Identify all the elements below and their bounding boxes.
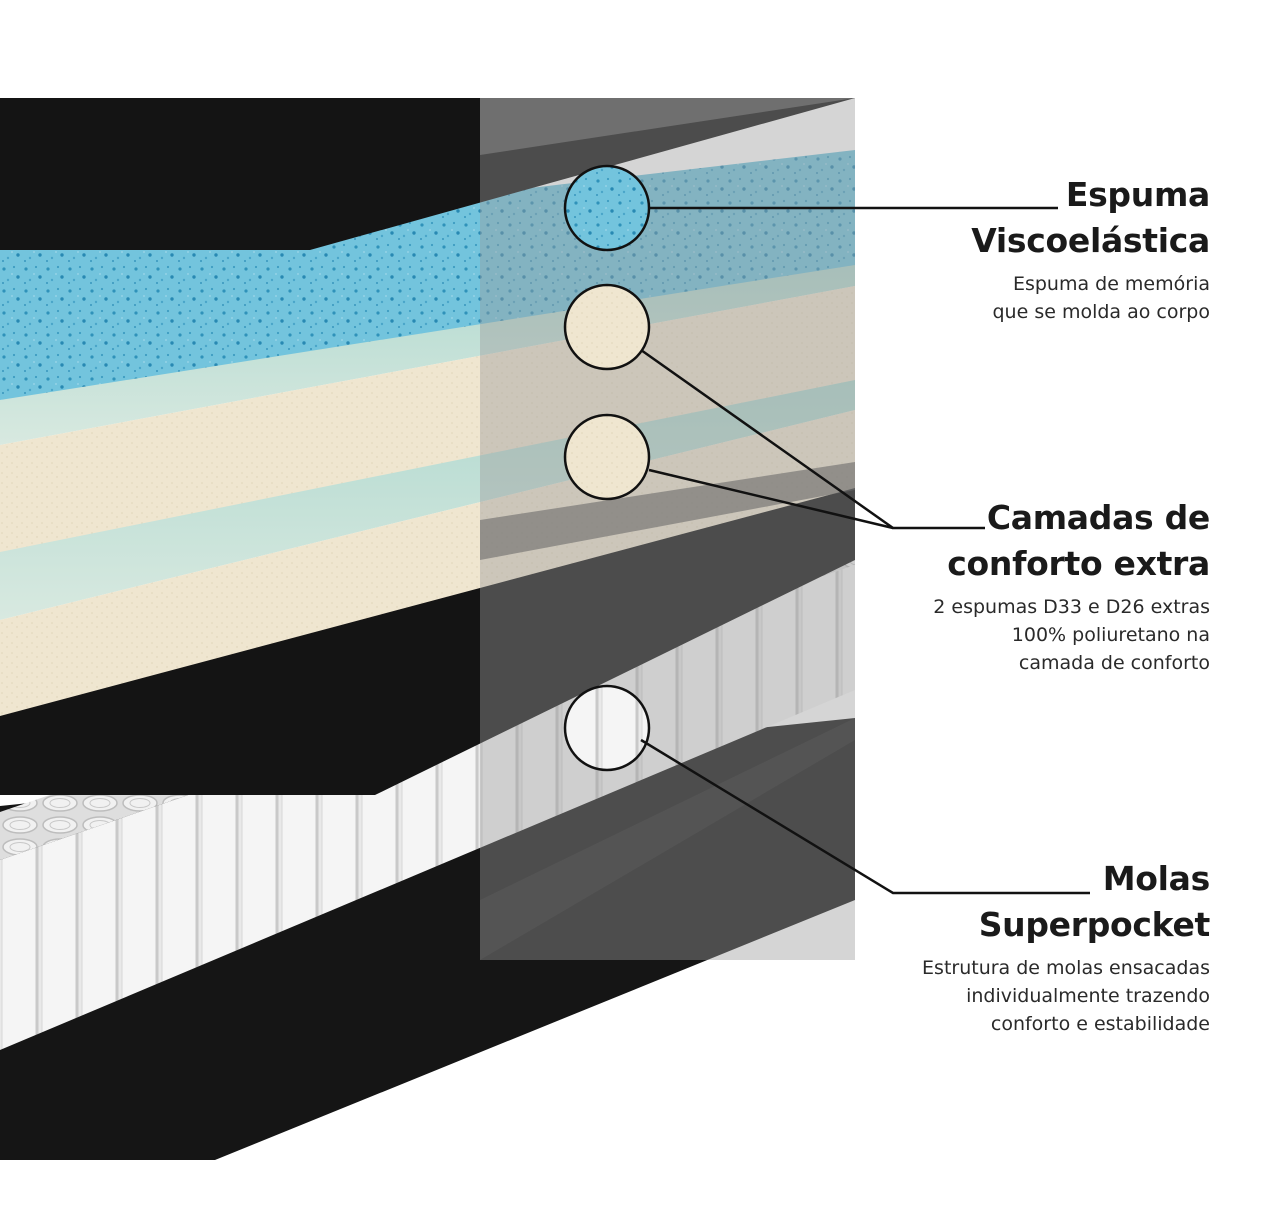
springs-title-line1: Molas <box>1102 859 1211 898</box>
visco-layer-label: Espuma Viscoelástica Espuma de memória q… <box>971 172 1210 326</box>
visco-sample-circle-icon <box>563 164 651 252</box>
comfort-layer-label: Camadas de conforto extra 2 espumas D33 … <box>933 495 1210 677</box>
comfort-desc-line: 2 espumas D33 e D26 extras <box>933 596 1210 618</box>
comfort-description: 2 espumas D33 e D26 extras 100% poliuret… <box>933 593 1210 677</box>
top-fabric-layer <box>0 98 855 250</box>
springs-description: Estrutura de molas ensacadas individualm… <box>922 954 1210 1038</box>
springs-title-line2: Superpocket <box>978 905 1211 944</box>
comfort-desc-line: camada de conforto <box>1018 652 1210 674</box>
visco-description: Espuma de memória que se molda ao corpo <box>971 270 1211 326</box>
grey-sheet-bottom <box>480 718 855 960</box>
lower-cream-foam-layer <box>0 410 855 716</box>
pocket-springs-layer <box>0 565 855 1050</box>
separator-fabric-layer <box>0 462 855 795</box>
cream-foam-sample-circle-icon <box>563 283 651 371</box>
springs-desc-line: individualmente trazendo <box>966 985 1210 1007</box>
comfort-title-line1: Camadas de <box>986 498 1210 537</box>
visco-title-line2: Viscoelástica <box>971 221 1210 260</box>
grey-sheet-middle <box>480 462 855 560</box>
springs-desc-line: Estrutura de molas ensacadas <box>922 957 1210 979</box>
comfort-title-line2: conforto extra <box>947 544 1210 583</box>
spring-sample-circle-icon <box>563 684 651 772</box>
cream-foam-sample-circle-2-icon <box>563 413 651 501</box>
springs-desc-line: conforto e estabilidade <box>990 1013 1210 1035</box>
callout-lines <box>640 206 1090 895</box>
visco-desc-line: Espuma de memória <box>1012 273 1210 295</box>
grey-sheet-top <box>480 98 855 155</box>
comfort-desc-line: 100% poliuretano na <box>1011 624 1210 646</box>
springs-layer-label: Molas Superpocket Estrutura de molas ens… <box>922 856 1210 1038</box>
visco-title-line1: Espuma <box>1065 175 1210 214</box>
visco-desc-line: que se molda ao corpo <box>992 301 1211 323</box>
